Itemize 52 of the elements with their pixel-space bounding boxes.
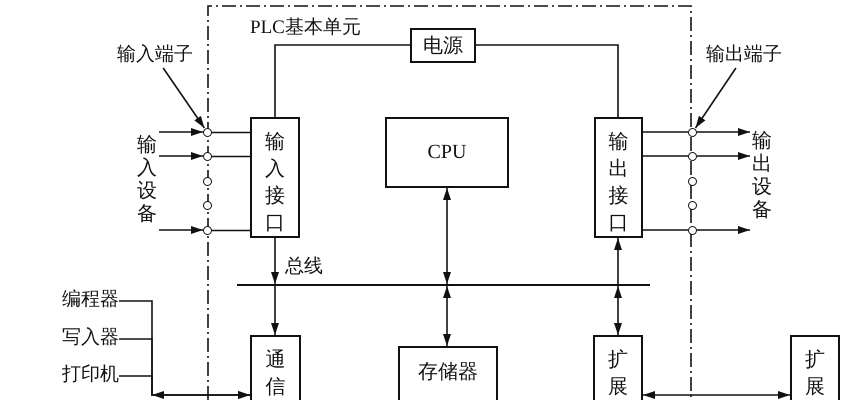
- connector: [614, 286, 622, 335]
- terminal-circle: [203, 177, 212, 186]
- module-box: CPU: [385, 117, 509, 188]
- terminal-circle: [203, 201, 212, 210]
- connector: [697, 128, 750, 136]
- interface-box: 输入接口: [250, 117, 300, 238]
- connector: [274, 44, 410, 117]
- connector: [159, 128, 203, 136]
- connector: [643, 229, 688, 231]
- connector: [697, 226, 750, 234]
- connector: [443, 188, 451, 284]
- terminal-label: 输入端子: [110, 44, 200, 68]
- interface-box: 输出接口: [594, 117, 643, 238]
- connector: [212, 230, 250, 232]
- terminal-label: 输出端子: [696, 44, 792, 68]
- device-label: 编程器: [45, 289, 119, 313]
- module-box: 扩展: [593, 335, 643, 400]
- device-label: 打印机: [45, 364, 119, 388]
- module-box: 电源: [410, 28, 476, 63]
- connector: [271, 238, 279, 284]
- module-box: 通信: [250, 335, 301, 400]
- connector: [271, 286, 279, 335]
- connector: [212, 132, 250, 134]
- device-group-label: 输入设备: [135, 124, 159, 236]
- module-box: 扩展: [790, 335, 840, 400]
- connector: [212, 156, 250, 158]
- connector: [643, 155, 688, 157]
- leader-line: [162, 68, 206, 128]
- leader-line: [694, 68, 737, 128]
- terminal-circle: [203, 128, 212, 137]
- connector: [643, 131, 688, 133]
- connector: [159, 152, 203, 160]
- terminal-circle: [688, 152, 697, 161]
- connector: [476, 44, 619, 117]
- terminal-circle: [688, 201, 697, 210]
- device-group-label: 输出设备: [750, 120, 774, 232]
- connector: [614, 238, 622, 284]
- module-box: 存储器: [398, 346, 498, 400]
- unit-title: PLC基本单元: [250, 17, 361, 39]
- device-label: 写入器: [45, 327, 119, 351]
- connector: [119, 375, 250, 399]
- terminal-circle: [203, 152, 212, 161]
- unit-frame: [207, 5, 692, 400]
- terminal-circle: [203, 226, 212, 235]
- connector: [443, 286, 451, 346]
- terminal-circle: [688, 226, 697, 235]
- connector: [697, 152, 750, 160]
- connector: [159, 226, 203, 234]
- terminal-circle: [688, 177, 697, 186]
- bus-label: 总线: [285, 256, 323, 278]
- connector: [643, 391, 790, 399]
- terminal-circle: [688, 128, 697, 137]
